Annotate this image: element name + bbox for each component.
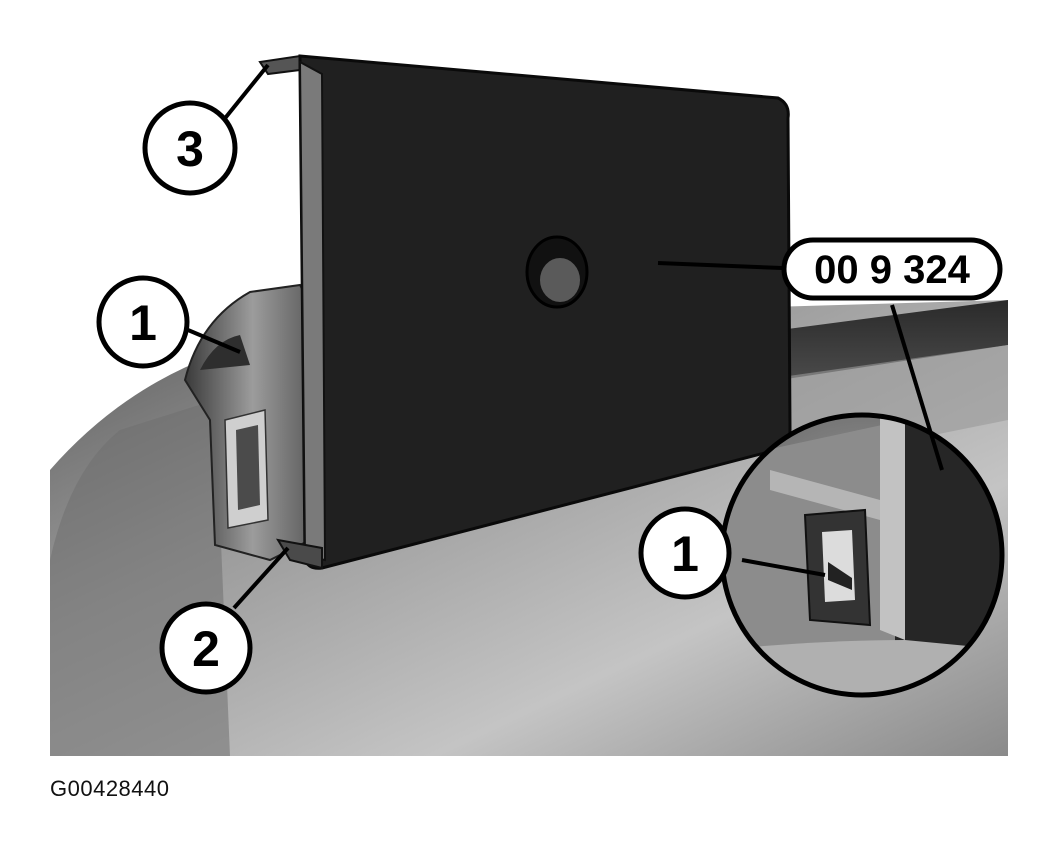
callout-2: 2 <box>159 601 253 695</box>
callout-1-inset-label: 1 <box>671 526 699 582</box>
figure-id: G00428440 <box>50 776 170 801</box>
leader-1-left <box>187 328 241 354</box>
callout-3: 3 <box>142 100 238 196</box>
callout-1-left: 1 <box>96 275 190 369</box>
leader-3 <box>220 63 270 124</box>
leader-1-inset <box>741 558 826 577</box>
callout-3-label: 3 <box>176 121 204 177</box>
callout-tool-number: 00 9 324 <box>781 237 1003 301</box>
leader-tool-inset <box>890 304 944 471</box>
leader-lines <box>187 63 944 610</box>
detail-inset <box>719 412 1005 698</box>
callout-2-label: 2 <box>192 621 220 677</box>
leader-2 <box>232 546 290 610</box>
tool-number-label: 00 9 324 <box>814 248 970 292</box>
callout-1-left-label: 1 <box>129 295 157 351</box>
callout-1-inset: 1 <box>638 506 732 600</box>
leader-tool-plate <box>657 261 783 270</box>
